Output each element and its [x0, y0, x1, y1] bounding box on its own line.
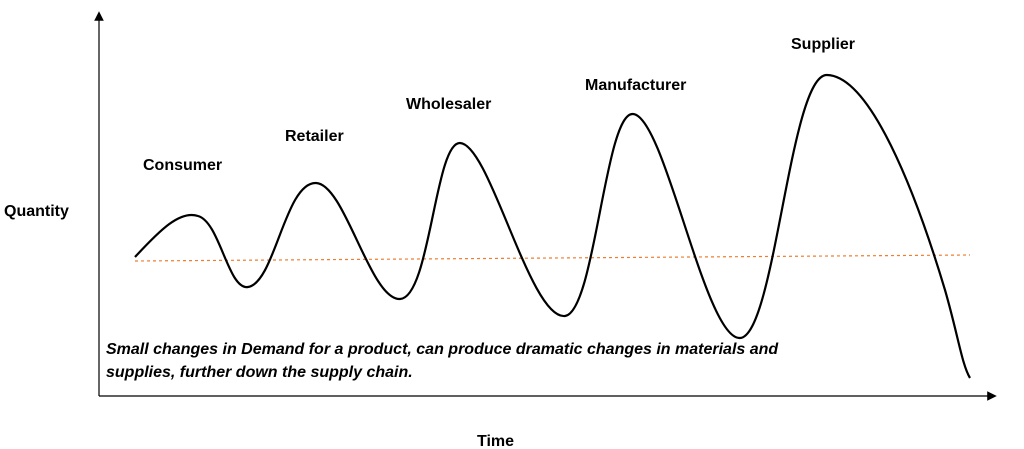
x-axis-label: Time — [477, 433, 514, 449]
stage-label-supplier: Supplier — [791, 36, 855, 53]
caption-line-1: Small changes in Demand for a product, c… — [106, 341, 779, 358]
caption-line-2: supplies, further down the supply chain. — [106, 364, 413, 381]
stage-label-manufacturer: Manufacturer — [585, 77, 686, 94]
stage-label-wholesaler: Wholesaler — [406, 96, 491, 113]
y-axis-label: Quantity — [4, 203, 69, 220]
demand-baseline — [134, 254, 971, 262]
demand-curve — [134, 73, 971, 379]
stage-label-consumer: Consumer — [143, 157, 222, 174]
stage-label-retailer: Retailer — [285, 128, 344, 145]
